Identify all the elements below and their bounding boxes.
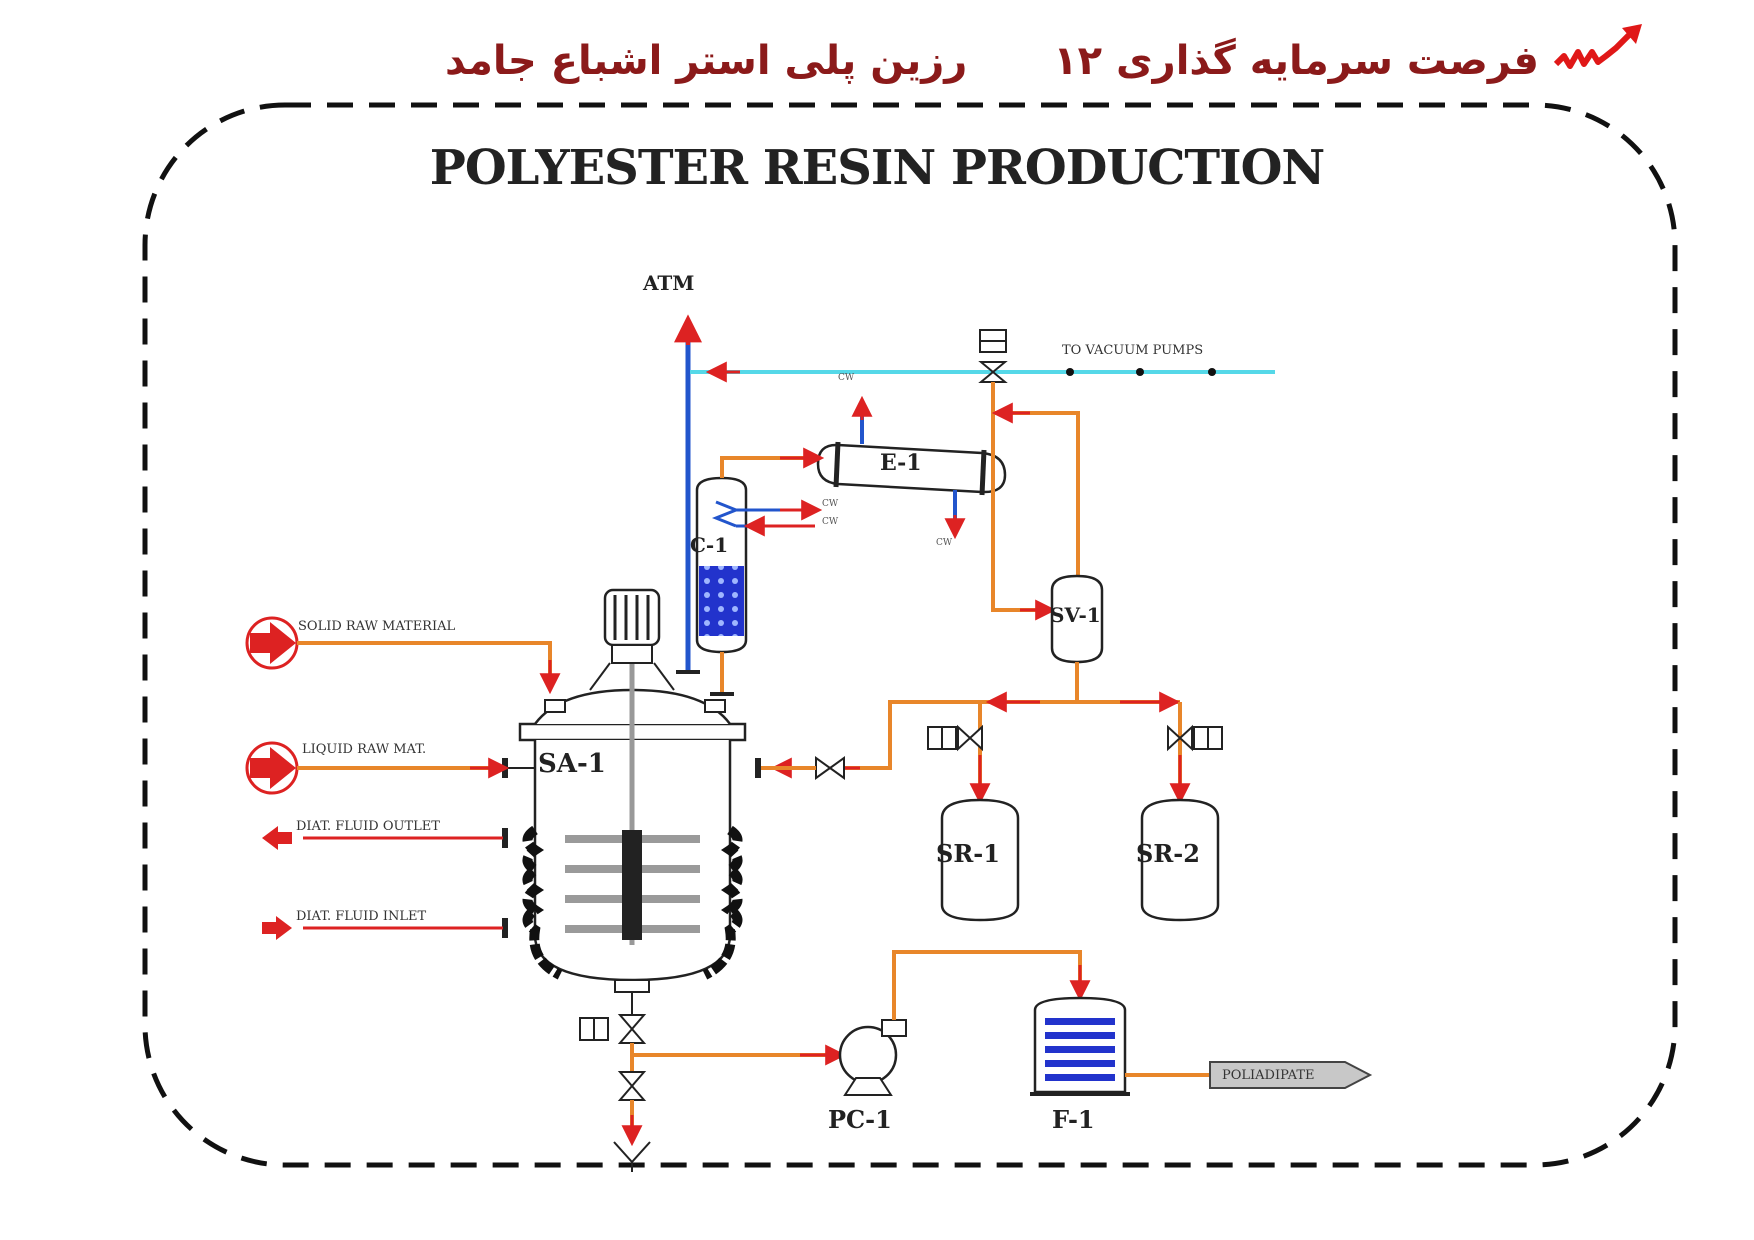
bottom-valve bbox=[579, 992, 651, 1172]
sr2-label: SR-2 bbox=[1136, 839, 1200, 868]
cw-label-c1-a: CW bbox=[822, 499, 839, 509]
column-c1 bbox=[695, 476, 823, 696]
diat-outlet bbox=[262, 826, 503, 850]
pc1-label: PC-1 bbox=[828, 1105, 892, 1134]
product-outlet bbox=[1125, 1061, 1373, 1089]
sr2-valve bbox=[1167, 724, 1223, 752]
liquid-raw-label: LIQUID RAW MAT. bbox=[302, 742, 426, 757]
cw-label-c1-b: CW bbox=[822, 517, 839, 527]
tank-sr2 bbox=[1140, 798, 1220, 922]
dashed-frame bbox=[142, 102, 1678, 1168]
header-left-title: رزین پلی استر اشباع جامد bbox=[445, 38, 968, 84]
solid-raw-label: SOLID RAW MATERIAL bbox=[298, 619, 455, 634]
product-label: POLIADIPATE bbox=[1222, 1068, 1315, 1083]
e1-label: E-1 bbox=[880, 450, 922, 476]
atm-vent-line bbox=[674, 314, 702, 674]
diat-inlet-label: DIAT. FLUID INLET bbox=[296, 909, 426, 924]
reactor-sa1 bbox=[502, 660, 747, 993]
vacuum-line bbox=[690, 361, 1275, 383]
distribution-line bbox=[770, 662, 1191, 805]
agitator-motor bbox=[589, 588, 675, 691]
diat-outlet-label: DIAT. FLUID OUTLET bbox=[296, 819, 440, 834]
reflux-valve bbox=[755, 756, 845, 780]
sa1-label: SA-1 bbox=[538, 749, 606, 779]
trend-arrow-icon bbox=[1553, 24, 1642, 69]
tank-sr1 bbox=[940, 798, 1020, 922]
cw-label-top: CW bbox=[838, 373, 855, 383]
vacuum-valve bbox=[978, 329, 1008, 383]
atm-label: ATM bbox=[642, 271, 694, 295]
c1-label: C-1 bbox=[690, 533, 728, 557]
separator-sv1 bbox=[1050, 574, 1104, 664]
diagram-title: POLYESTER RESIN PRODUCTION bbox=[429, 140, 1326, 196]
f1-label: F-1 bbox=[1052, 1105, 1095, 1134]
sr1-valve bbox=[927, 724, 983, 752]
pump-pc1 bbox=[838, 1019, 907, 1096]
header-right-title: فرصت سرمایه گذاری ۱۲ bbox=[1053, 38, 1539, 84]
pump-discharge-line bbox=[892, 950, 1091, 1020]
vapor-line bbox=[720, 447, 825, 478]
to-vacuum-label: TO VACUUM PUMPS bbox=[1062, 343, 1203, 358]
condensate-line bbox=[991, 382, 1080, 621]
sr1-label: SR-1 bbox=[936, 839, 1000, 868]
filter-f1 bbox=[1030, 996, 1130, 1096]
liquid-feed bbox=[245, 741, 510, 795]
cw-label-e1: CW bbox=[936, 538, 953, 548]
diat-inlet bbox=[262, 916, 503, 940]
solid-feed bbox=[245, 616, 561, 695]
sv1-label: SV-1 bbox=[1050, 603, 1101, 627]
